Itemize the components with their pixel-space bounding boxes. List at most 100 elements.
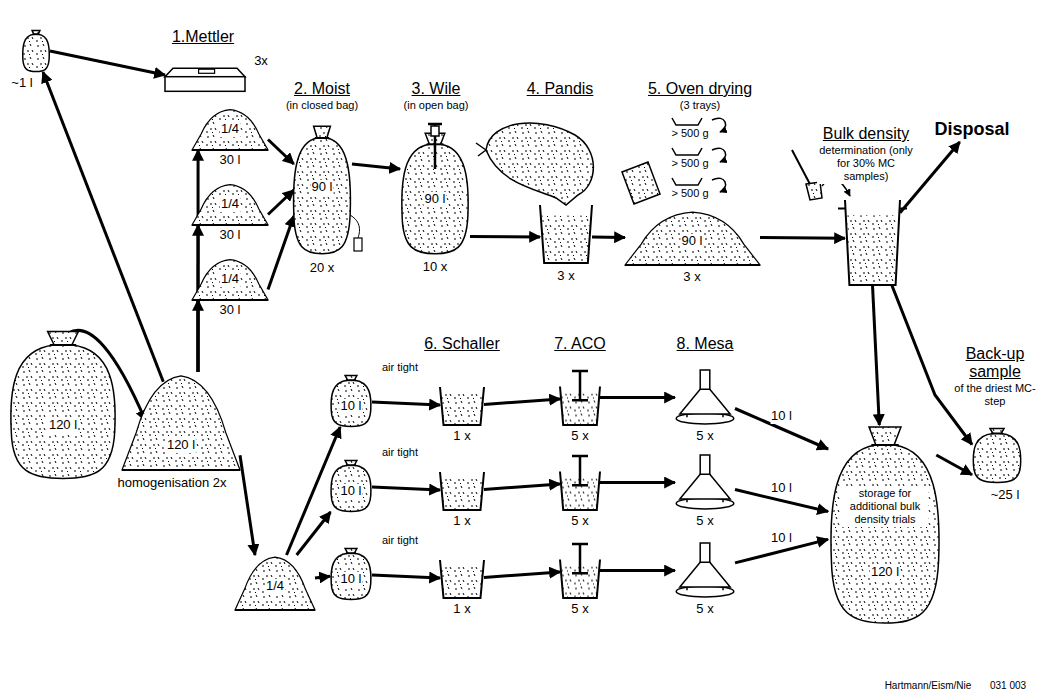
node-label: air tight — [381, 361, 419, 374]
flow-arrow — [372, 487, 440, 490]
material-pile: 90 l3 x — [625, 210, 760, 265]
node-label: 1/4 — [265, 579, 285, 594]
material-pile: 1/4 — [235, 555, 315, 610]
shape-outline — [540, 205, 592, 263]
shape-outline — [165, 58, 245, 92]
node-label: 1/4 — [220, 122, 240, 137]
material-pile: 120 lhomogenisation 2x — [122, 372, 240, 470]
material-pile: 1/430 l — [192, 258, 268, 300]
shape-outline — [675, 455, 735, 510]
node-label: 5 x — [570, 429, 589, 444]
shape-outline — [440, 387, 484, 425]
flow-arrow — [735, 409, 828, 450]
sample-bag: Back-up sampleof the driest MC-step~25 l — [972, 428, 1022, 483]
node-label: ~1 l — [10, 76, 33, 91]
node-label: 5 x — [695, 514, 714, 529]
node-label: 1/4 — [220, 272, 240, 287]
caption-text: (3 trays) — [679, 99, 721, 112]
caption-text: 031 003 — [989, 680, 1027, 692]
node-label: 90 l — [311, 180, 334, 195]
node-label: of the driest MC-step — [952, 382, 1038, 408]
flow-arrow — [592, 235, 625, 239]
caption-text: 4. Pandis — [526, 80, 595, 98]
sample-bag: air tight10 l — [330, 548, 372, 600]
moisture-meter — [350, 215, 362, 251]
flow-arrow — [196, 150, 199, 372]
flow-arrow — [297, 512, 331, 555]
node-label: air tight — [381, 446, 419, 459]
node-label: 1 x — [452, 514, 471, 529]
node-label: 1 x — [452, 602, 471, 617]
node-label: ~25 l — [990, 488, 1021, 503]
sample-bag: 120 l — [8, 330, 118, 480]
flow-arrow — [268, 216, 294, 290]
edge-label: 10 l — [770, 531, 793, 546]
mesa-device: 5 x — [675, 543, 735, 598]
node-label: homogenisation 2x — [116, 476, 227, 491]
node-label: 10 l — [340, 572, 363, 587]
node-label: 3 x — [556, 269, 575, 284]
material-pile: 1/430 l — [192, 183, 268, 225]
sample-bag: ~1 l — [22, 30, 50, 72]
wile-bag: 90 l10 x — [400, 132, 470, 255]
node-label: Back-up sample — [952, 345, 1038, 382]
sample-bag: storage for additional bulk density tria… — [828, 425, 942, 625]
shape-outline — [675, 543, 735, 598]
flow-arrow — [873, 285, 880, 425]
flow-arrow — [240, 455, 255, 555]
flow-arrow — [600, 569, 675, 572]
pouring-bag — [476, 123, 593, 205]
shape-outline — [972, 428, 1022, 483]
shape-outline — [560, 543, 600, 598]
node-label: 1/4 — [220, 197, 240, 212]
flow-arrow — [372, 402, 440, 405]
shape-outline — [122, 372, 240, 470]
material-pile: 1/430 l — [192, 108, 268, 150]
caption-text: 7. ACO — [553, 335, 607, 353]
shape-outline — [8, 330, 118, 480]
flow-arrow — [268, 140, 294, 165]
node-label: 20 x — [309, 261, 336, 276]
node-label: 5 x — [695, 429, 714, 444]
shape-outline — [440, 560, 484, 598]
caption-text: > 500 g — [670, 187, 709, 200]
flow-arrow — [600, 481, 675, 484]
mesa-device: 5 x — [675, 370, 735, 425]
node-label: 10 x — [422, 260, 449, 275]
caption-text: > 500 g — [670, 157, 709, 170]
sample-bag: 90 l20 x — [292, 125, 352, 255]
flow-arrow — [372, 575, 440, 578]
flow-arrow — [484, 399, 560, 404]
node-label: 1 x — [452, 429, 471, 444]
sample-bag: air tight10 l — [330, 460, 372, 512]
text-node: Disposal — [930, 118, 1015, 142]
node-label: 120 l — [48, 418, 78, 433]
shape-outline — [560, 455, 600, 510]
node-label: 30 l — [219, 153, 242, 168]
node-label: 90 l — [424, 192, 447, 207]
flow-arrow — [936, 455, 972, 475]
mesa-device: 5 x — [675, 455, 735, 510]
node-label: 30 l — [219, 303, 242, 318]
flow-arrow — [268, 190, 294, 215]
shape-outline — [440, 472, 484, 510]
flow-arrow — [315, 576, 330, 578]
caption-text: Hartmann/Eism/Nie — [884, 680, 973, 692]
flow-arrow — [484, 572, 560, 577]
sample-bucket: 1 x — [440, 387, 484, 425]
shape-outline — [845, 200, 900, 285]
caption-text: 8. Mesa — [676, 335, 735, 353]
flow-arrow — [600, 396, 675, 399]
edge-label: 10 l — [770, 481, 793, 496]
caption-text: (in open bag) — [403, 99, 470, 112]
sample-bucket: 1 x — [440, 472, 484, 510]
shape-outline — [560, 370, 600, 425]
flow-arrow — [760, 236, 845, 240]
edge-label: 10 l — [770, 409, 793, 424]
node-label: 10 l — [340, 484, 363, 499]
node-label: 120 l — [870, 565, 900, 580]
aco-device: 5 x — [560, 543, 600, 598]
node-label: air tight — [381, 534, 419, 547]
shape-outline — [675, 370, 735, 425]
